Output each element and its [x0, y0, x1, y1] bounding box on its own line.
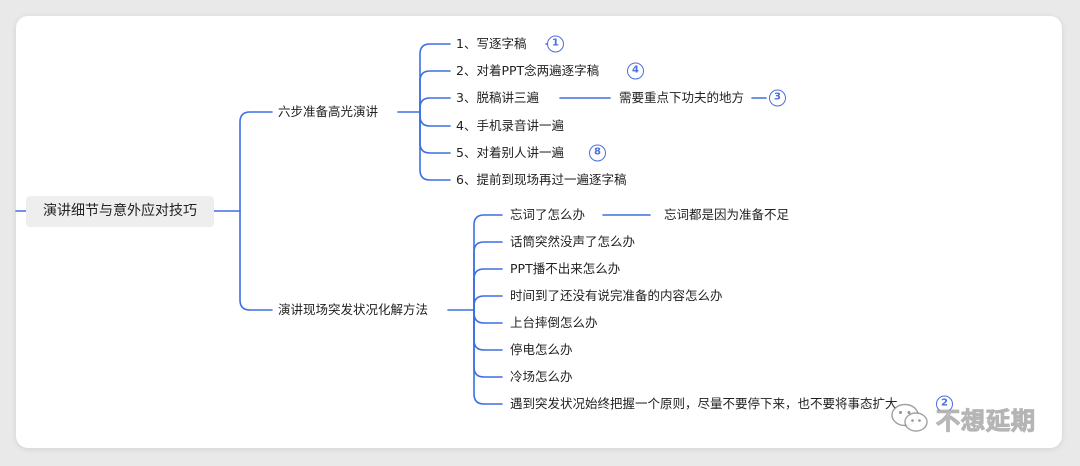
subtopic-1-2[interactable]: 2、对着PPT念两遍逐字稿 — [456, 63, 600, 78]
branch-1-connector — [239, 111, 273, 212]
branch-2-connector — [239, 210, 273, 311]
subtopic-2-3[interactable]: PPT播不出来怎么办 — [510, 261, 621, 276]
link-count-badge[interactable]: 3 — [769, 89, 786, 107]
subtopic-1-1[interactable]: 1、写逐字稿 — [456, 36, 527, 51]
subtopic-2-5[interactable]: 上台摔倒怎么办 — [510, 315, 598, 330]
subtopic-2-7[interactable]: 冷场怎么办 — [510, 369, 573, 384]
link-count-badge[interactable]: 2 — [936, 395, 953, 413]
subtopic-2-1-note[interactable]: 忘词都是因为准备不足 — [664, 207, 790, 222]
branch-topic-2[interactable]: 演讲现场突发状况化解方法 — [278, 302, 429, 317]
root-topic[interactable]: 演讲细节与意外应对技巧 — [26, 196, 214, 227]
subtopic-2-8[interactable]: 遇到突发状况始终把握一个原则，尽量不要停下来，也不要将事态扩大 — [510, 396, 898, 411]
subtopic-1-3[interactable]: 3、脱稿讲三遍 — [456, 90, 539, 105]
subtopic-1-3-note[interactable]: 需要重点下功夫的地方 — [619, 90, 745, 105]
watermark: 不想延期 — [890, 401, 1036, 435]
link-count-badge[interactable]: 4 — [627, 62, 644, 80]
watermark-text: 不想延期 — [936, 406, 1036, 435]
link-count-badge[interactable]: 8 — [589, 144, 606, 162]
subtopic-1-5[interactable]: 5、对着别人讲一遍 — [456, 145, 564, 160]
subtopic-1-6[interactable]: 6、提前到现场再过一遍逐字稿 — [456, 172, 627, 187]
wechat-icon — [891, 403, 928, 432]
branch-topic-1[interactable]: 六步准备高光演讲 — [278, 104, 379, 119]
subtopic-2-1[interactable]: 忘词了怎么办 — [510, 207, 586, 222]
subtopic-2-6[interactable]: 停电怎么办 — [510, 342, 573, 357]
mindmap-canvas — [16, 16, 1062, 448]
subtopic-1-4[interactable]: 4、手机录音讲一遍 — [456, 118, 564, 133]
link-count-badge[interactable]: 1 — [547, 35, 564, 53]
subtopic-2-2[interactable]: 话筒突然没声了怎么办 — [510, 234, 636, 249]
subtopic-2-4[interactable]: 时间到了还没有说完准备的内容怎么办 — [510, 288, 723, 303]
